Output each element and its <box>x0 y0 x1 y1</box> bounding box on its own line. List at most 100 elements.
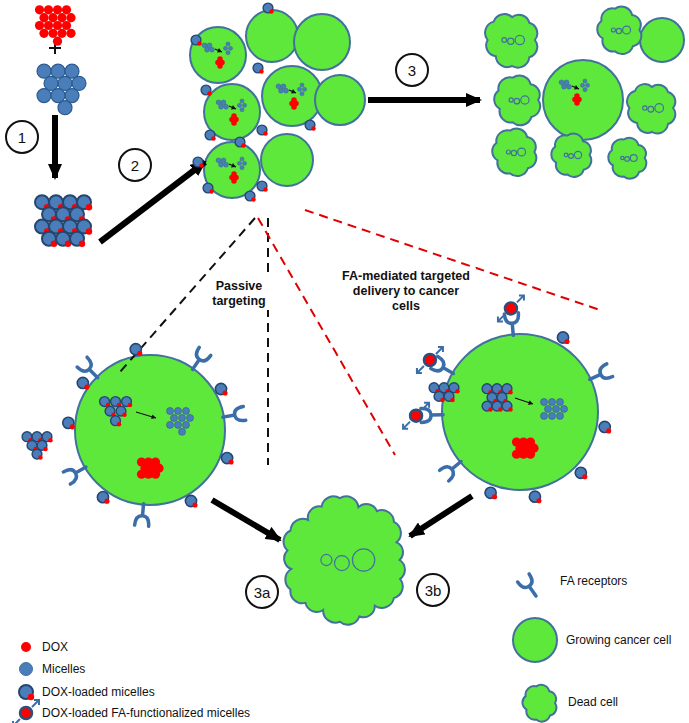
illustration-use <box>557 332 569 344</box>
illustration-use <box>42 232 57 247</box>
callout-number: 2 <box>131 157 139 174</box>
illustration-path <box>528 400 533 405</box>
illustration-use <box>223 46 227 50</box>
illustration-circle <box>518 148 526 156</box>
illustration-use <box>35 5 44 14</box>
illustration-use <box>35 21 44 30</box>
illustration-circle <box>569 154 574 159</box>
illustration-use <box>585 83 589 87</box>
illustration-use <box>187 347 211 373</box>
illustration-use <box>421 408 443 423</box>
illustration-use <box>130 344 142 356</box>
illustration-path <box>231 163 236 167</box>
illustration-use <box>583 79 587 83</box>
illustration-use <box>210 47 215 52</box>
illustration-circle <box>321 554 332 565</box>
illustration-use <box>557 398 564 405</box>
illustration-path <box>217 48 222 52</box>
illustration-circle <box>502 38 507 43</box>
illustration-use <box>44 21 53 30</box>
illustration-path <box>151 414 156 419</box>
illustration-use <box>417 347 443 373</box>
illustration-path <box>522 685 556 722</box>
illustration-use <box>205 47 210 52</box>
illustration-circle <box>508 38 514 44</box>
illustration-use <box>37 89 51 103</box>
illustration-use <box>284 88 289 93</box>
illustration-use <box>257 125 268 136</box>
illustration-use <box>231 120 237 126</box>
illustration-use <box>215 383 227 395</box>
illustration-use <box>13 700 39 723</box>
illustration-path <box>284 496 405 624</box>
legend-text: DOX-loaded micelles <box>42 685 155 699</box>
illustration-use <box>541 398 548 405</box>
legend-text: Micelles <box>42 662 85 676</box>
illustration-use <box>228 46 232 50</box>
legend-swatch <box>21 642 31 652</box>
illustration-use <box>171 414 178 421</box>
illustration-use <box>19 685 34 700</box>
illustration-use <box>122 397 133 408</box>
illustration-line <box>410 496 472 536</box>
illustration-g <box>55 100 480 540</box>
illustration-circle <box>509 98 513 102</box>
annotation-label: FA-mediated targeted delivery to cancer … <box>336 268 476 315</box>
illustration-use <box>240 99 244 103</box>
illustration-use <box>281 84 286 89</box>
illustration-use <box>77 377 89 389</box>
illustration-circle <box>262 66 322 126</box>
illustration-circle <box>442 334 598 490</box>
illustration-use <box>116 406 127 417</box>
illustration-use <box>498 295 524 321</box>
illustration-line <box>229 164 236 167</box>
illustration-use <box>504 313 520 336</box>
illustration-use <box>111 416 122 427</box>
illustration-circle <box>543 60 623 140</box>
illustration-path <box>231 105 236 109</box>
illustration-use <box>179 414 186 421</box>
illustration-circle <box>515 35 524 44</box>
illustration-use <box>240 108 244 112</box>
illustration-circle <box>75 355 225 505</box>
illustration-circle <box>514 98 520 104</box>
illustration-use <box>240 157 244 161</box>
illustration-use <box>185 495 197 507</box>
illustration-use <box>235 137 246 148</box>
illustration-use <box>276 84 281 89</box>
illustration-use <box>305 120 316 131</box>
legend-text: DOX-loaded FA-functionalized micelles <box>42 706 250 720</box>
illustration-use <box>203 183 214 194</box>
illustration-use <box>529 491 541 503</box>
legend-text: Dead cell <box>568 695 618 709</box>
illustration-circle <box>521 96 529 104</box>
illustration-use <box>219 162 224 167</box>
illustration-use <box>175 421 182 428</box>
illustration-circle <box>623 26 631 34</box>
illustration-g <box>120 210 600 465</box>
illustration-use <box>485 487 497 499</box>
illustration-circle <box>506 150 510 154</box>
illustration-use <box>179 428 186 435</box>
illustration-use <box>300 83 304 87</box>
illustration-use <box>518 574 542 600</box>
illustration-line <box>215 49 222 52</box>
illustration-use <box>224 162 229 167</box>
illustration-use <box>526 450 535 459</box>
illustration-use <box>253 63 264 74</box>
illustration-use <box>221 452 233 464</box>
illustration-use <box>62 21 71 30</box>
illustration-circle <box>294 14 350 70</box>
illustration-use <box>58 101 72 115</box>
legend-text: Growing cancer cell <box>566 633 671 647</box>
illustration-use <box>219 104 224 109</box>
callout-circle: 3a <box>245 575 279 609</box>
illustration-use <box>191 35 202 46</box>
illustration-circle <box>640 18 684 62</box>
illustration-use <box>444 392 455 403</box>
illustration-use <box>564 80 569 85</box>
illustration-use <box>587 364 613 386</box>
illustration-use <box>201 85 212 96</box>
illustration-use <box>237 161 241 165</box>
